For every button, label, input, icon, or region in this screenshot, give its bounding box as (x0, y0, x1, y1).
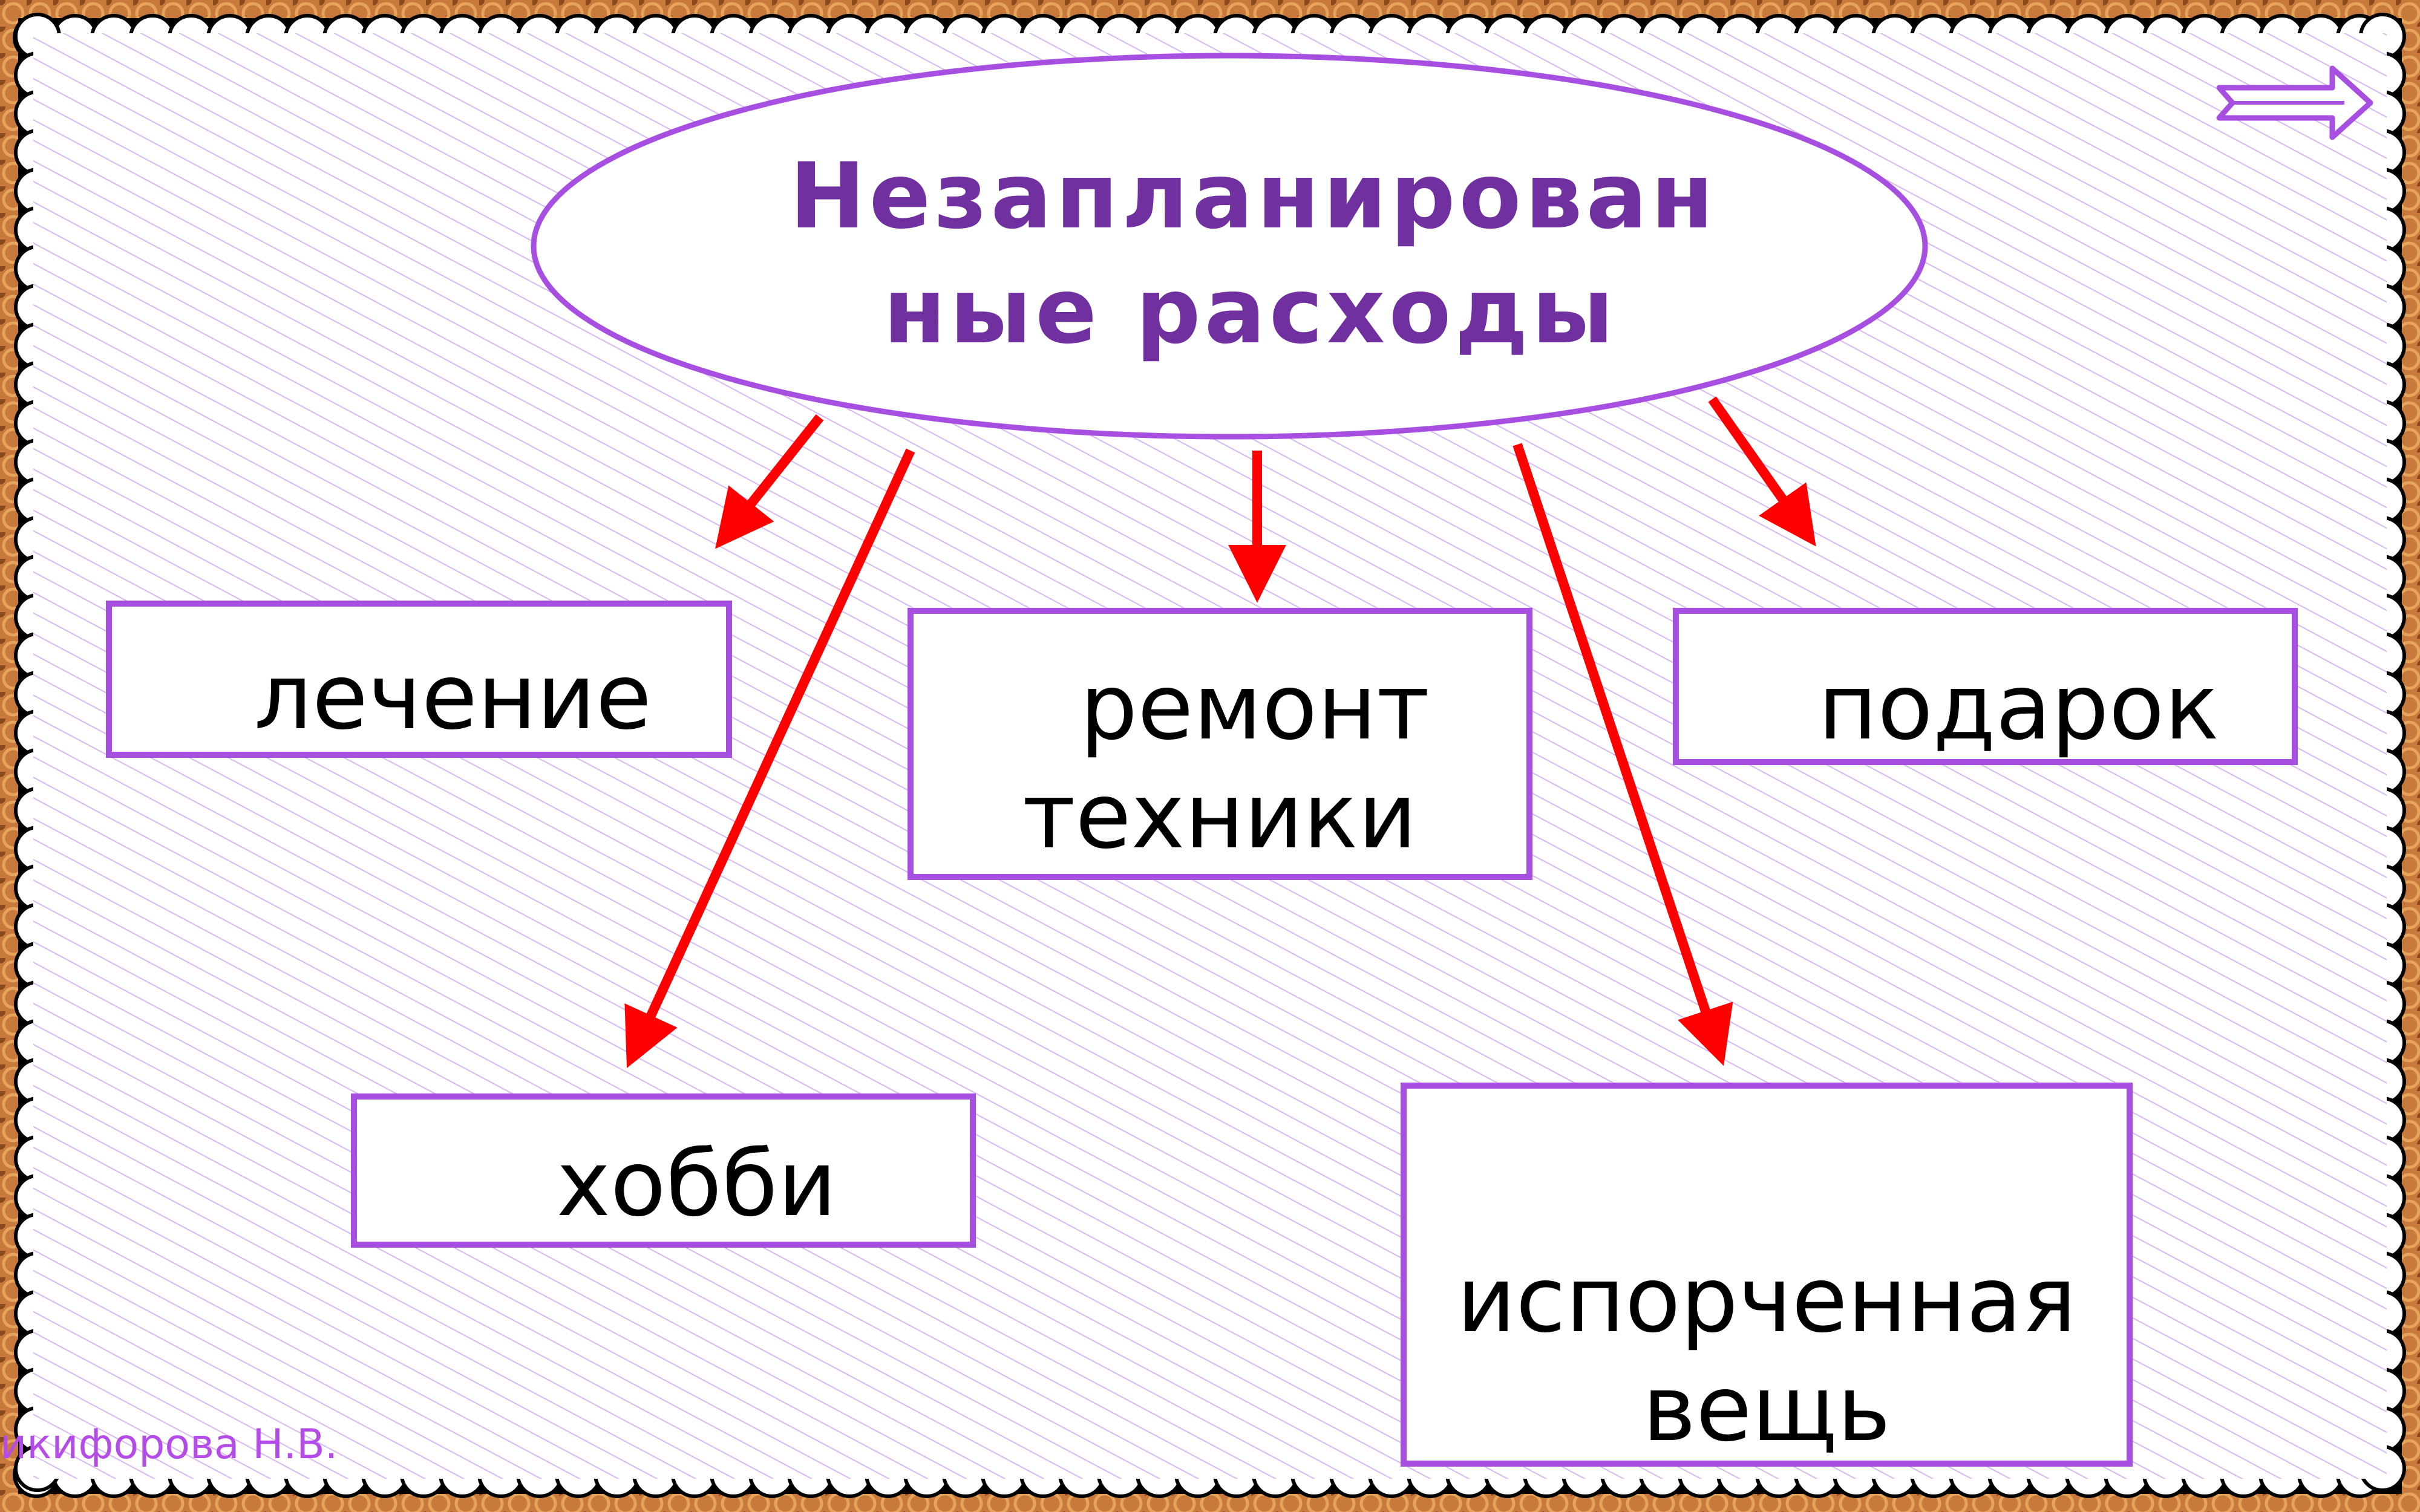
node-gift: подарок (1673, 608, 2298, 765)
arrow-to-gift (1708, 396, 1816, 547)
node-repair: ремонт техники (908, 608, 1532, 880)
node-spoiled-label-line-2: вещь (1642, 1357, 1891, 1462)
node-gift-label: подарок (1818, 655, 2220, 760)
node-repair-label-line-2: техники (1022, 764, 1418, 869)
node-repair-label-line-1: ремонт (1080, 655, 1430, 760)
node-spoiled-label-line-1: испорченная (1456, 1248, 2077, 1353)
node-hobby: хобби (351, 1093, 976, 1248)
arrow-to-hobby (624, 448, 915, 1069)
diagram-title-line-2: ные расходы (883, 259, 1618, 364)
arrow-right-icon[interactable] (2214, 57, 2381, 148)
node-treatment: лечение (106, 601, 732, 758)
node-treatment-label: лечение (254, 645, 652, 750)
arrow-to-treatment (715, 414, 824, 549)
node-spoiled: испорченная вещь (1401, 1083, 2133, 1467)
arrow-to-spoiled (1512, 443, 1733, 1066)
author-credit: икифорова Н.В. (0, 1421, 338, 1468)
diagram-title-line-1: Незапланирован (790, 144, 1718, 249)
node-hobby-label: хобби (557, 1132, 837, 1237)
